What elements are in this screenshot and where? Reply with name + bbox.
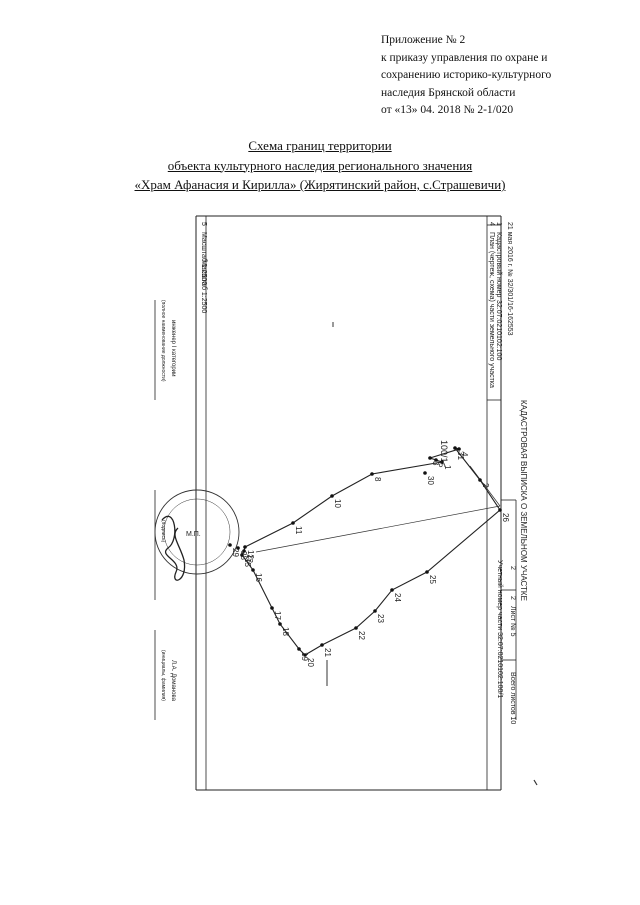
extract-row4-no: 4 xyxy=(488,222,495,226)
signature-sign-sub: (подпись) xyxy=(160,520,166,543)
boundary-point-11 xyxy=(291,521,295,525)
boundary-point-label-16: 16 xyxy=(254,573,263,582)
boundary-point-label-2: 2 xyxy=(481,483,490,488)
boundary-point-10 xyxy=(330,494,334,498)
seal-mark: М.П. xyxy=(186,531,201,538)
signature-name: Л.А. Доманова xyxy=(170,660,176,702)
boundary-point-17 xyxy=(270,606,274,610)
boundary-point-label-12: 12 xyxy=(246,550,255,559)
boundary-point-label-23: 23 xyxy=(376,614,385,623)
boundary-point-3 xyxy=(428,456,432,460)
appendix-line-5: от «13» 04. 2018 № 2-1/020 xyxy=(381,104,514,116)
extract-sheet-no: 2 xyxy=(509,596,516,600)
boundary-point-label-3: 3 xyxy=(431,461,440,466)
boundary-point-label-18: 18 xyxy=(281,627,290,636)
extract-total-label: Всего листов 10 xyxy=(509,672,516,724)
boundary-point-29 xyxy=(228,543,232,547)
boundary-point-label-4: 4 xyxy=(460,452,469,457)
boundary-point-1 xyxy=(440,460,444,464)
extract-bottom-scale: Масштаб 1:2500 xyxy=(200,260,208,313)
appendix-block: Приложение № 2 к приказу управления по о… xyxy=(381,32,631,120)
extract-part-no: 2 xyxy=(509,566,516,570)
boundary-point-13 xyxy=(242,549,246,553)
boundary-point-31 xyxy=(453,446,457,450)
heading-line-3: «Храм Афанасия и Кирилла» (Жирятинский р… xyxy=(134,177,506,192)
boundary-point-12 xyxy=(243,545,247,549)
boundary-point-5 xyxy=(434,458,438,462)
extract-scale-label: Масштаб 1:2500 xyxy=(200,232,208,285)
boundary-point-20 xyxy=(303,653,307,657)
extract-form-texts: КАДАСТРОВАЯ ВЫПИСКА О ЗЕМЕЛЬНОМ УЧАСТКЕ … xyxy=(160,222,528,724)
boundary-point-label-17: 17 xyxy=(273,611,282,620)
construction-line-2 xyxy=(469,465,501,507)
boundary-point-label-21: 21 xyxy=(323,648,332,657)
extract-row1-label: Кадастровый номер xyxy=(495,232,503,298)
boundary-point-label-25: 25 xyxy=(428,575,437,584)
extract-row1-no: 1 xyxy=(495,222,502,226)
boundary-point-label-15: 15 xyxy=(243,558,252,567)
boundary-point-22 xyxy=(354,626,358,630)
extract-title: КАДАСТРОВАЯ ВЫПИСКА О ЗЕМЕЛЬНОМ УЧАСТКЕ xyxy=(519,400,528,601)
boundary-point-15 xyxy=(240,553,244,557)
handwritten-signature xyxy=(161,515,186,581)
heading-line-1: Схема границ территории xyxy=(248,138,392,153)
appendix-line-2: к приказу управления по охране и xyxy=(381,51,548,64)
boundary-point-label-24: 24 xyxy=(393,593,402,602)
parcel-label: 100/1 xyxy=(439,440,449,463)
boundary-point-label-26: 26 xyxy=(501,513,510,522)
boundary-point-label-5: 5 xyxy=(437,463,446,468)
boundary-point-21 xyxy=(320,643,324,647)
signature-position-sub: (полное наименование должности) xyxy=(160,300,166,382)
extract-sheet-label: Лист № 5 xyxy=(509,606,516,637)
boundary-point-label-10: 10 xyxy=(333,499,342,508)
boundary-point-label-29: 29 xyxy=(231,548,240,557)
boundary-point-4 xyxy=(457,447,461,451)
boundary-point-label-31: 31 xyxy=(456,451,465,460)
signature-name-sub: (инициалы, фамилия) xyxy=(160,650,166,701)
boundary-point-28 xyxy=(236,546,240,550)
plan-construction-lines xyxy=(255,465,501,553)
extract-row4-label: План (чертеж, схема) части земельного уч… xyxy=(488,232,495,388)
extract-part-label: Учетный номер части 32:07:0210102:100/1 xyxy=(496,560,504,698)
boundary-point-label-1: 1 xyxy=(443,465,452,470)
extract-row1-value: 32:07:0210102:100 xyxy=(495,300,502,360)
boundary-point-2 xyxy=(478,478,482,482)
construction-line-1 xyxy=(255,505,501,553)
boundary-point-30 xyxy=(423,471,427,475)
boundary-point-label-22: 22 xyxy=(357,631,366,640)
extract-date-line: 21 мая 2016 г. № 32/301/16-162553 xyxy=(506,222,513,336)
extract-scale-no: 5 xyxy=(200,222,207,226)
seal-stamp: М.П. xyxy=(154,489,240,575)
boundary-point-label-30: 30 xyxy=(426,476,435,485)
boundary-points: 1234581011121315161718192021222324252628… xyxy=(228,446,510,667)
boundary-point-label-11: 11 xyxy=(294,526,303,535)
seal-inner-circle xyxy=(163,498,231,566)
seal-outer-circle xyxy=(154,489,240,575)
boundary-point-label-13: 13 xyxy=(245,554,254,563)
boundary-point-8 xyxy=(370,472,374,476)
boundary-point-label-20: 20 xyxy=(306,658,315,667)
boundary-point-26 xyxy=(498,508,502,512)
boundary-point-19 xyxy=(297,647,301,651)
signature-position: инженер I категории xyxy=(170,320,176,376)
boundary-point-16 xyxy=(251,568,255,572)
boundary-point-23 xyxy=(373,609,377,613)
document-heading: Схема границ территории объекта культурн… xyxy=(0,136,640,195)
boundary-point-25 xyxy=(425,570,429,574)
extract-form-frame xyxy=(154,215,517,791)
heading-line-2: объекта культурного наследия регионально… xyxy=(167,157,473,173)
appendix-line-3: сохранению историко-культурного xyxy=(381,69,552,81)
boundary-point-label-8: 8 xyxy=(373,477,382,482)
appendix-line-1: Приложение № 2 xyxy=(381,34,466,46)
appendix-line-4: наследия Брянской области xyxy=(381,86,516,99)
boundary-point-24 xyxy=(390,588,394,592)
boundary-point-label-28: 28 xyxy=(239,551,248,560)
scan-mark-3 xyxy=(533,779,538,786)
boundary-point-18 xyxy=(278,622,282,626)
